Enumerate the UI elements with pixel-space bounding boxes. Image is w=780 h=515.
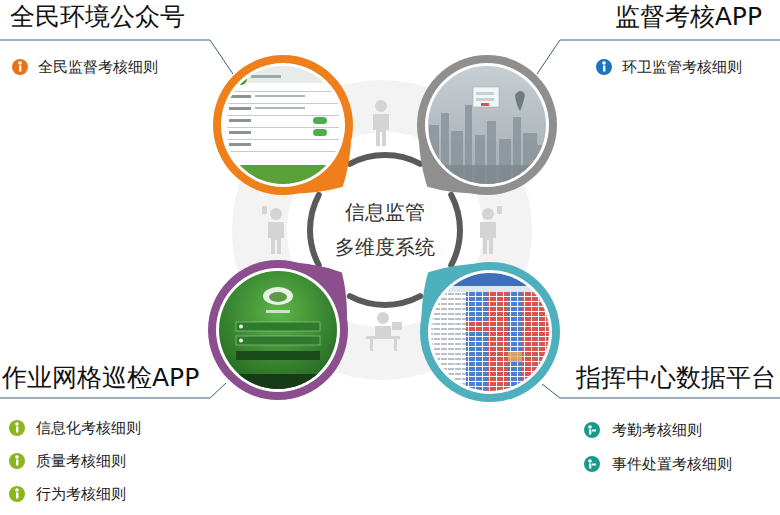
center-circle-shape <box>330 175 440 285</box>
panel-heading: 指挥中心数据平台 <box>576 363 776 393</box>
panel-patrol-app: 作业网格巡检APP 信息化考核细则质量考核细则行为考核细则 <box>0 360 204 507</box>
panel-command-center: 指挥中心数据平台考勤考核细则事件处置考核细则 <box>560 360 780 477</box>
rule-item: 考勤考核细则 <box>612 421 702 439</box>
panel-heading: 监督考核APP <box>615 2 762 32</box>
panel-supervision-app: 监督考核APP 环卫监管考核细则 <box>600 0 766 80</box>
rule-item: 质量考核细则 <box>36 452 126 470</box>
center-circle: 信息监管 多维度系统 <box>330 175 440 285</box>
panel-heading: 作业网格巡检APP <box>2 363 199 393</box>
rule-item: 全民监督考核细则 <box>38 58 158 76</box>
center-title: 信息监管 多维度系统 <box>330 195 440 265</box>
rule-item: 行为考核细则 <box>36 485 126 503</box>
panel-public-account: 全民环境公众号全民监督考核细则 <box>8 0 189 80</box>
rule-item: 信息化考核细则 <box>36 419 141 437</box>
rule-item: 事件处置考核细则 <box>612 455 732 473</box>
rule-item: 环卫监管考核细则 <box>622 58 742 76</box>
panel-heading: 全民环境公众号 <box>10 2 185 32</box>
